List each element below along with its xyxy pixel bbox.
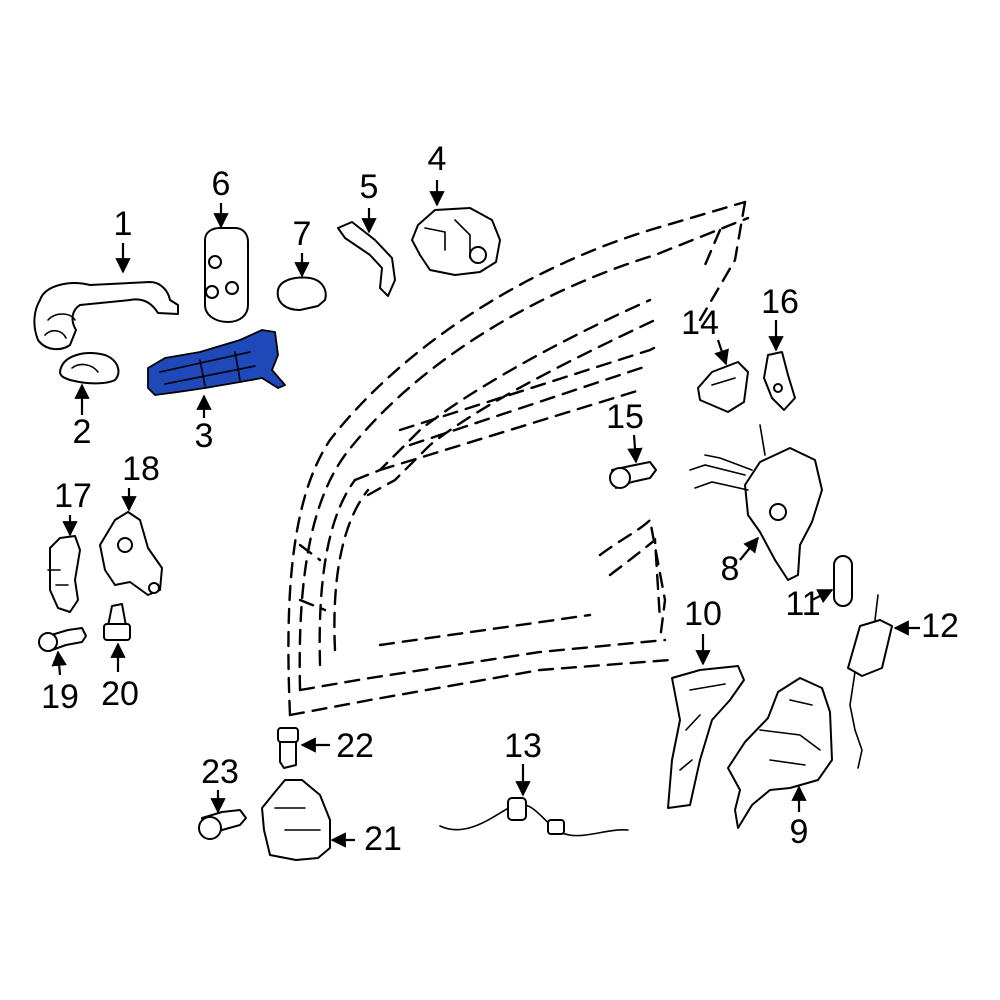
actuator-housing xyxy=(261,779,331,861)
screw-19 xyxy=(38,627,87,652)
outside-door-handle xyxy=(33,281,179,351)
screw-15 xyxy=(609,461,657,489)
callout-10: 10 xyxy=(684,595,722,633)
key-fob xyxy=(204,227,249,323)
screw-23 xyxy=(198,809,247,840)
callout-17: 17 xyxy=(54,477,92,515)
release-cable xyxy=(439,797,629,837)
door-outline xyxy=(287,200,750,717)
door-lock-actuator xyxy=(689,424,823,581)
callout-23: 23 xyxy=(201,753,239,791)
callout-12: 12 xyxy=(921,607,959,645)
callout-7: 7 xyxy=(293,215,312,253)
door-check-strap xyxy=(847,594,893,769)
callout-19: 19 xyxy=(41,678,79,716)
callout-13: 13 xyxy=(504,727,542,765)
callout-15: 15 xyxy=(606,398,644,436)
callout-21: 21 xyxy=(364,820,402,858)
door-bumper xyxy=(833,555,853,607)
handle-cover-cap xyxy=(59,352,120,385)
callout-14: 14 xyxy=(681,304,719,342)
callout-4: 4 xyxy=(428,140,447,178)
lock-cap xyxy=(276,276,327,311)
callout-1: 1 xyxy=(114,205,133,243)
latch-shield xyxy=(667,665,745,809)
striker-bracket xyxy=(697,361,749,413)
callout-11: 11 xyxy=(785,585,820,623)
bolt-20 xyxy=(103,603,131,641)
callout-16: 16 xyxy=(761,283,799,321)
handle-carrier-highlighted xyxy=(147,329,286,396)
callout-6: 6 xyxy=(212,165,231,203)
callout-20: 20 xyxy=(101,675,139,713)
door-latch-assembly xyxy=(727,677,833,829)
callout-9: 9 xyxy=(790,813,809,851)
striker-plate xyxy=(763,351,796,411)
callout-2: 2 xyxy=(73,413,92,451)
hinge-cover xyxy=(47,535,81,613)
callout-8: 8 xyxy=(721,550,740,588)
callout-22: 22 xyxy=(336,727,374,765)
callout-3: 3 xyxy=(195,417,214,455)
callout-5: 5 xyxy=(360,168,379,206)
door-hinge xyxy=(99,511,163,596)
lock-lever xyxy=(337,221,396,297)
lock-cylinder-housing xyxy=(411,207,501,276)
callout-18: 18 xyxy=(122,450,160,488)
bolt-22 xyxy=(277,727,299,769)
